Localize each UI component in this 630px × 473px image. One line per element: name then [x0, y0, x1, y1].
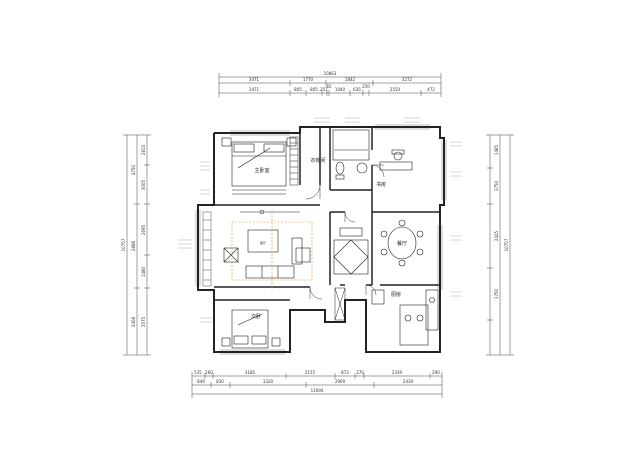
bottom-dim-8: 290: [432, 370, 440, 375]
room-label-dining: 餐厅: [397, 240, 407, 247]
right-inner-dim-1: 1485: [494, 144, 499, 155]
bottom-dim-7: 2339: [392, 370, 403, 375]
windows: [195, 124, 447, 355]
door-swing-icon: [305, 164, 385, 300]
bottom-dim-2: 260: [205, 370, 213, 375]
interior-walls: [214, 127, 440, 301]
bottom-total-dim: 11094: [311, 388, 324, 393]
bottom2-dim-4: 2909: [335, 379, 346, 384]
top2-dim-6: 1040: [335, 87, 346, 92]
right-total-dim: 10757: [504, 238, 509, 251]
bottom2-dim-2: 830: [216, 379, 224, 384]
master-bed-icon: [221, 137, 297, 195]
top2-dim-2: 805: [294, 87, 302, 92]
bottom2-dim-3: 3320: [263, 379, 274, 384]
top-dim-3: 1842: [345, 77, 356, 82]
second-bed-icon: [221, 309, 281, 349]
left-mid-dim-3: 3408: [131, 316, 136, 327]
left-inner-dim-4: 1480: [141, 266, 146, 277]
left-inner-dim-3: 2695: [141, 224, 146, 235]
room-label-study: 书房: [376, 181, 386, 188]
bottom-dimension-chain: [191, 372, 443, 398]
top-dim-1: 3471: [249, 77, 260, 82]
wardrobe-icon: [289, 136, 299, 186]
top2-dim-8: 250: [362, 84, 370, 89]
callout-marks: [178, 117, 462, 323]
bottom2-dim-5: 2439: [403, 379, 414, 384]
stove-icon: [371, 289, 439, 346]
top-dimension-chain: [218, 73, 442, 97]
left-dimension-chain: [123, 134, 151, 356]
room-label-kitchen: 厨房: [391, 291, 401, 298]
top2-dim-10: 472: [427, 87, 435, 92]
desk-icon: [379, 149, 413, 171]
room-label-cloakroom: 衣帽间: [310, 157, 325, 164]
top-total-dim: 10863: [324, 71, 337, 76]
left-mid-dim-2: 2888: [131, 240, 136, 251]
sofa-icon: [223, 237, 311, 279]
bottom-dim-4: 2155: [305, 370, 316, 375]
bottom-dim-1: 535: [194, 370, 202, 375]
top2-dim-5: 65: [326, 84, 332, 89]
shoe-cabinet-icon: [334, 287, 346, 321]
room-label-living: 客厅: [260, 240, 266, 245]
right-inner-dim-4: 1750: [494, 288, 499, 299]
bottom-dim-6: 370: [356, 370, 364, 375]
left-inner-dim-1: 2815: [141, 144, 146, 155]
toilet-icon: [332, 129, 370, 180]
tv-wall-icon: [240, 209, 300, 215]
top2-dim-9: 2550: [390, 87, 401, 92]
right-inner-dim-3: 2425: [494, 230, 499, 241]
room-label-second-bedroom: 次卧: [251, 313, 261, 320]
bottom-dim-5: 873: [341, 370, 349, 375]
right-inner-dim-2: 3750: [494, 180, 499, 191]
left-mid-dim-1: 4750: [131, 164, 136, 175]
bottom2-dim-1: 849: [197, 379, 205, 384]
bottom-dim-3: 3185: [245, 370, 256, 375]
coffee-table-icon: [247, 229, 279, 253]
entry-floor-pattern: [333, 227, 369, 275]
left-inner-dim-5: 3575: [141, 316, 146, 327]
right-dimension-chain: [486, 134, 514, 356]
top2-dim-7: 635: [353, 87, 361, 92]
top-dim-2: 1770: [303, 77, 314, 82]
ceiling-outline: [231, 212, 313, 290]
top2-dim-4: 257: [320, 87, 328, 92]
left-inner-dim-2: 3005: [141, 179, 146, 190]
top2-dim-3: 805: [310, 87, 318, 92]
top-dim-4: 3272: [402, 77, 413, 82]
left-total-dim: 10757: [121, 238, 126, 251]
room-label-master-bedroom: 主卧室: [254, 167, 269, 174]
left-wardrobe-icon: [202, 211, 212, 287]
dining-table-icon: [380, 219, 424, 267]
top2-dim-1: 3471: [249, 87, 260, 92]
